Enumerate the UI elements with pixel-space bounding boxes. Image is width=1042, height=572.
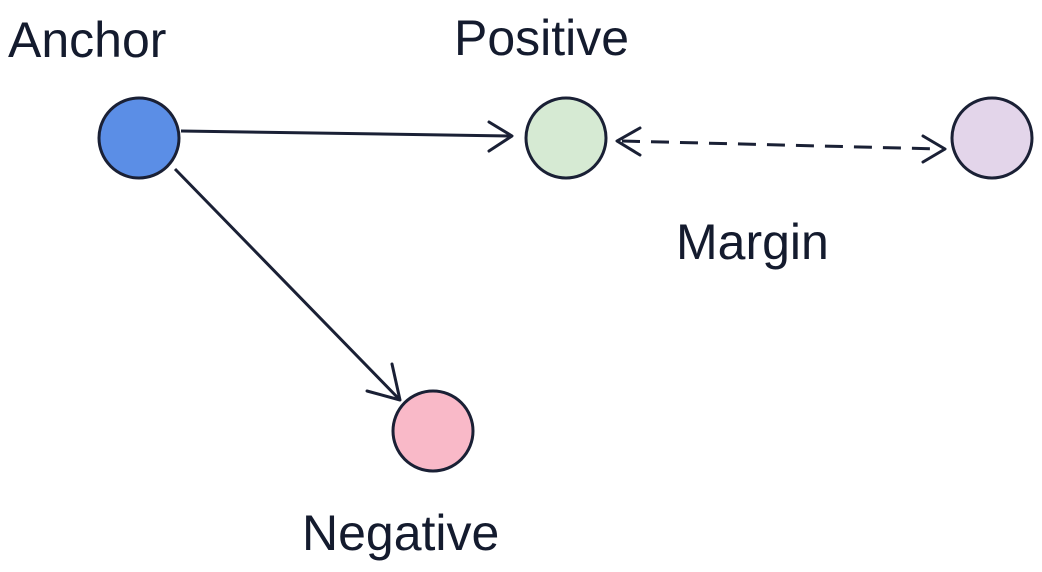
anchor-positive-edge	[180, 129, 513, 138]
anchor-label: Anchor	[8, 12, 166, 68]
margin-arrowhead-left	[615, 126, 642, 157]
extra-node	[950, 96, 1034, 180]
anchor-node	[97, 96, 181, 180]
negative-node	[391, 389, 475, 473]
margin-arrowhead-right	[921, 134, 947, 164]
margin-label: Margin	[676, 214, 829, 270]
positive-label: Positive	[454, 10, 629, 66]
margin-dashed-edge	[621, 139, 941, 151]
positive-node	[524, 96, 608, 180]
anchor-negative-arrowhead	[365, 362, 402, 402]
anchor-negative-edge	[173, 167, 402, 402]
anchor-positive-arrowhead	[487, 120, 514, 153]
negative-label: Negative	[302, 505, 499, 561]
